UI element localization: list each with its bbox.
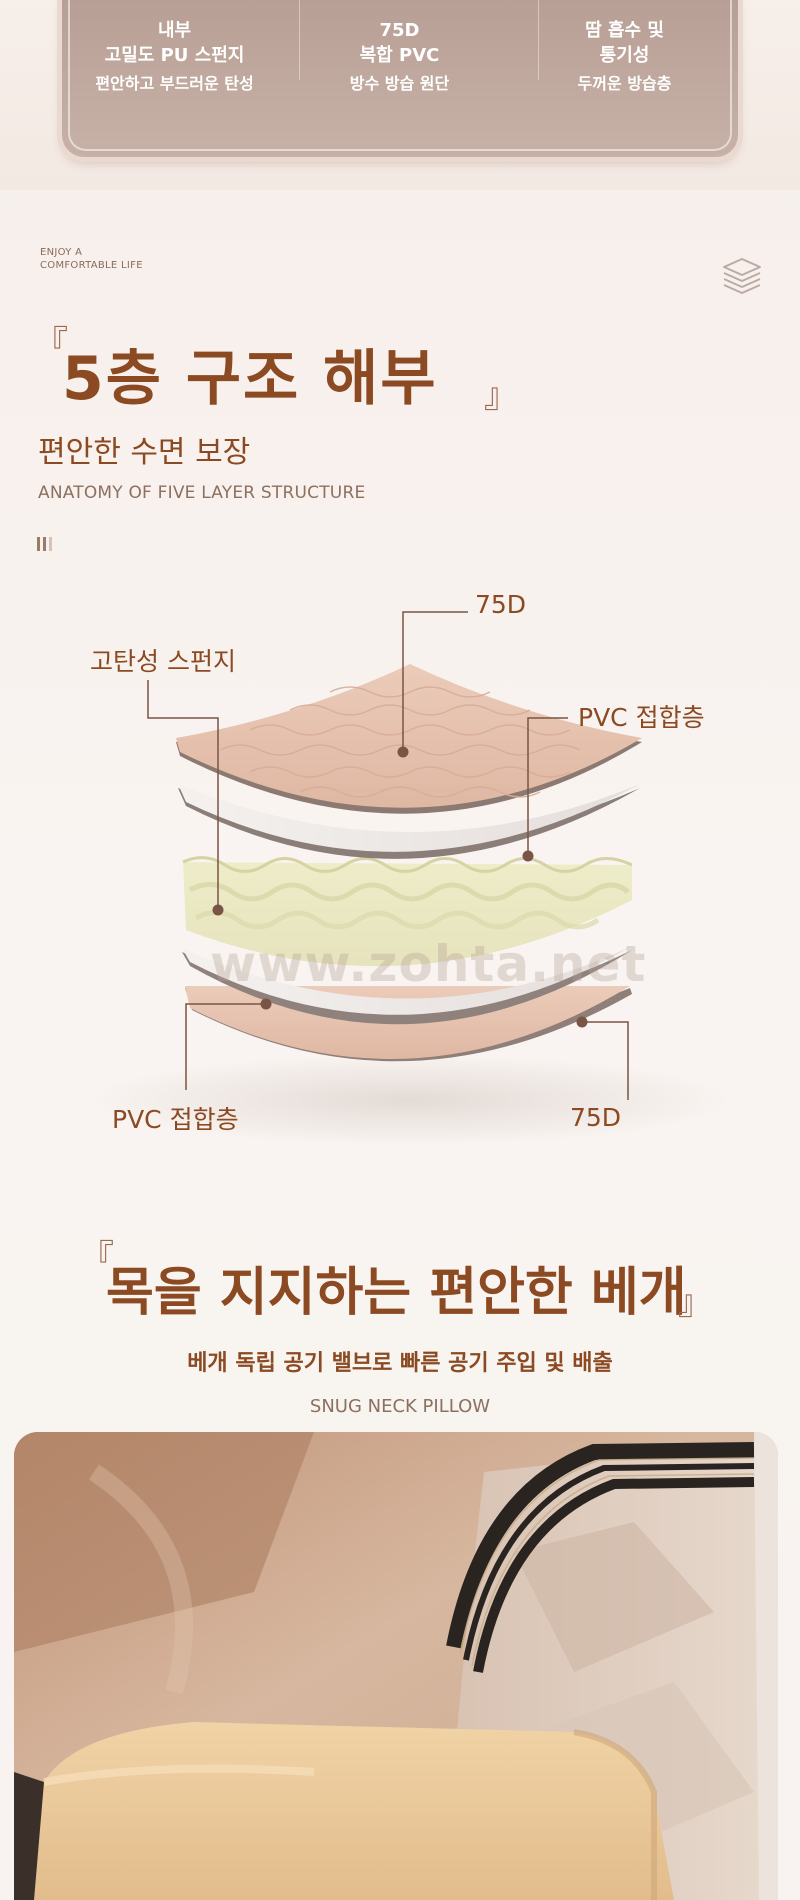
spec-line1: 75D [379,20,420,41]
layer-top-fabric [176,664,642,814]
top-feature-band: 내부 고밀도 PU 스펀지 편안하고 부드러운 탄성 75D 복합 PVC 방수… [0,0,800,190]
layer-top-film [178,784,640,859]
spec-column-sponge: 내부 고밀도 PU 스펀지 편안하고 부드러운 탄성 [62,18,287,96]
section-title-pillow: 목을 지지하는 편안한 베개 [106,1263,687,1323]
label-pvc-bottom: PVC 접합층 [112,1105,239,1134]
section-english-caption: ANATOMY OF FIVE LAYER STRUCTURE [38,483,366,503]
label-pvc-top: PVC 접합층 [578,703,705,732]
spec-column-pvc: 75D 복합 PVC 방수 방습 원단 [287,18,512,96]
callout-lines [147,611,629,1100]
spec-line2: 복합 PVC [359,45,440,66]
section-title-anatomy: 5층 구조 해부 [62,344,438,414]
diagram-shadow [90,1055,730,1145]
spec-line1: 땀 흡수 및 [585,20,664,41]
label-top-75d: 75D [475,590,527,619]
layer-sponge [182,856,633,967]
spec-sub: 방수 방습 원단 [349,74,450,93]
pillow-subtitle: 베개 독립 공기 밸브로 빠른 공기 주입 및 배출 [187,1351,613,1376]
watermark-text: www.zohta.net [210,935,647,993]
layer-diagram-graphic [90,611,730,1145]
pillow-title-bracket-close: 』 [678,1283,712,1323]
spec-column-breathable: 땀 흡수 및 통기성 두꺼운 방습층 [512,18,737,96]
title-bracket-close: 』 [484,376,518,416]
callout-dots [212,746,588,1028]
decorative-bars [37,536,55,555]
layers-icon [723,258,761,294]
title-bracket-open: 『 [34,324,68,364]
label-sponge: 고탄성 스펀지 [90,647,236,676]
layer-diagram: 75D PVC 접합층 고탄성 스펀지 PVC 접합층 75D [0,560,800,1160]
spec-summary-box: 내부 고밀도 PU 스펀지 편안하고 부드러운 탄성 75D 복합 PVC 방수… [62,0,738,157]
enjoy-tagline: ENJOY A COMFORTABLE LIFE [40,246,143,272]
spec-line2: 고밀도 PU 스펀지 [104,45,245,66]
spec-sub: 두꺼운 방습층 [577,74,672,93]
spec-sub: 편안하고 부드러운 탄성 [95,74,254,93]
pillow-photo-illustration [14,1432,778,1900]
spec-divider [538,0,539,80]
pillow-photo [14,1432,778,1900]
spec-line2: 통기성 [599,45,650,66]
spec-box-inner-border [68,0,732,151]
pillow-english-caption: SNUG NECK PILLOW [309,1396,491,1417]
layer-bottom-film [182,946,632,1025]
spec-divider [299,0,300,80]
spec-line1: 내부 [157,20,192,41]
enjoy-line1: ENJOY A [40,247,83,258]
label-bottom-75d: 75D [570,1103,622,1132]
enjoy-line2: COMFORTABLE LIFE [40,260,143,271]
pillow-title-bracket-open: 『 [80,1238,114,1278]
section-subtitle: 편안한 수면 보장 [38,435,251,470]
